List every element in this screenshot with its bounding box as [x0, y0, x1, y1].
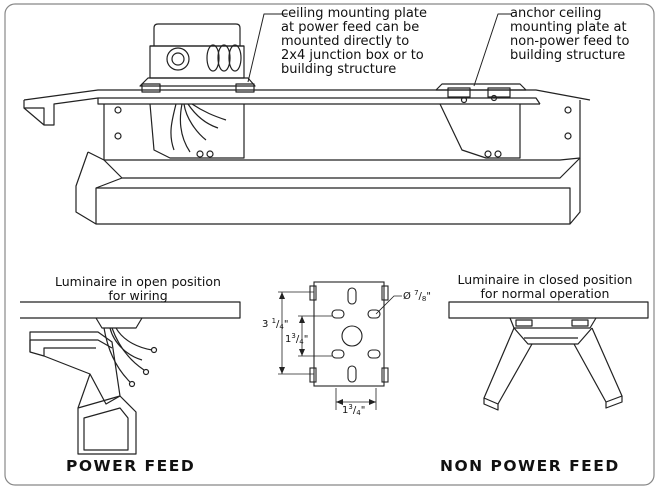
dimension-labels: Ø 7/8" 3 1/4" 13/4" 13/4" — [262, 289, 431, 417]
width-label: 13/4" — [342, 403, 365, 417]
power-feed-label: POWER FEED — [66, 457, 196, 475]
hole-diameter-label: Ø 7/8" — [403, 289, 431, 303]
ceiling-rail — [23, 89, 591, 101]
non-power-feed-label: NON POWER FEED — [440, 457, 620, 475]
frame-border — [4, 3, 655, 486]
height-outer-label: 3 1/4" — [262, 317, 288, 331]
mounting-plate-detail — [278, 281, 402, 410]
height-inner-label: 13/4" — [285, 332, 308, 346]
anchor-plate-callout: anchor ceiling mounting plate at non-pow… — [510, 6, 630, 63]
main-luminaire — [23, 13, 591, 225]
closed-position-view — [448, 301, 649, 411]
open-position-caption: Luminaire in open position for wiring — [55, 274, 221, 303]
closed-position-caption: Luminaire in closed position for normal … — [457, 272, 633, 301]
power-plate-callout: ceiling mounting plate at power feed can… — [281, 6, 427, 77]
junction-box — [139, 23, 256, 93]
open-position-view — [20, 301, 241, 455]
